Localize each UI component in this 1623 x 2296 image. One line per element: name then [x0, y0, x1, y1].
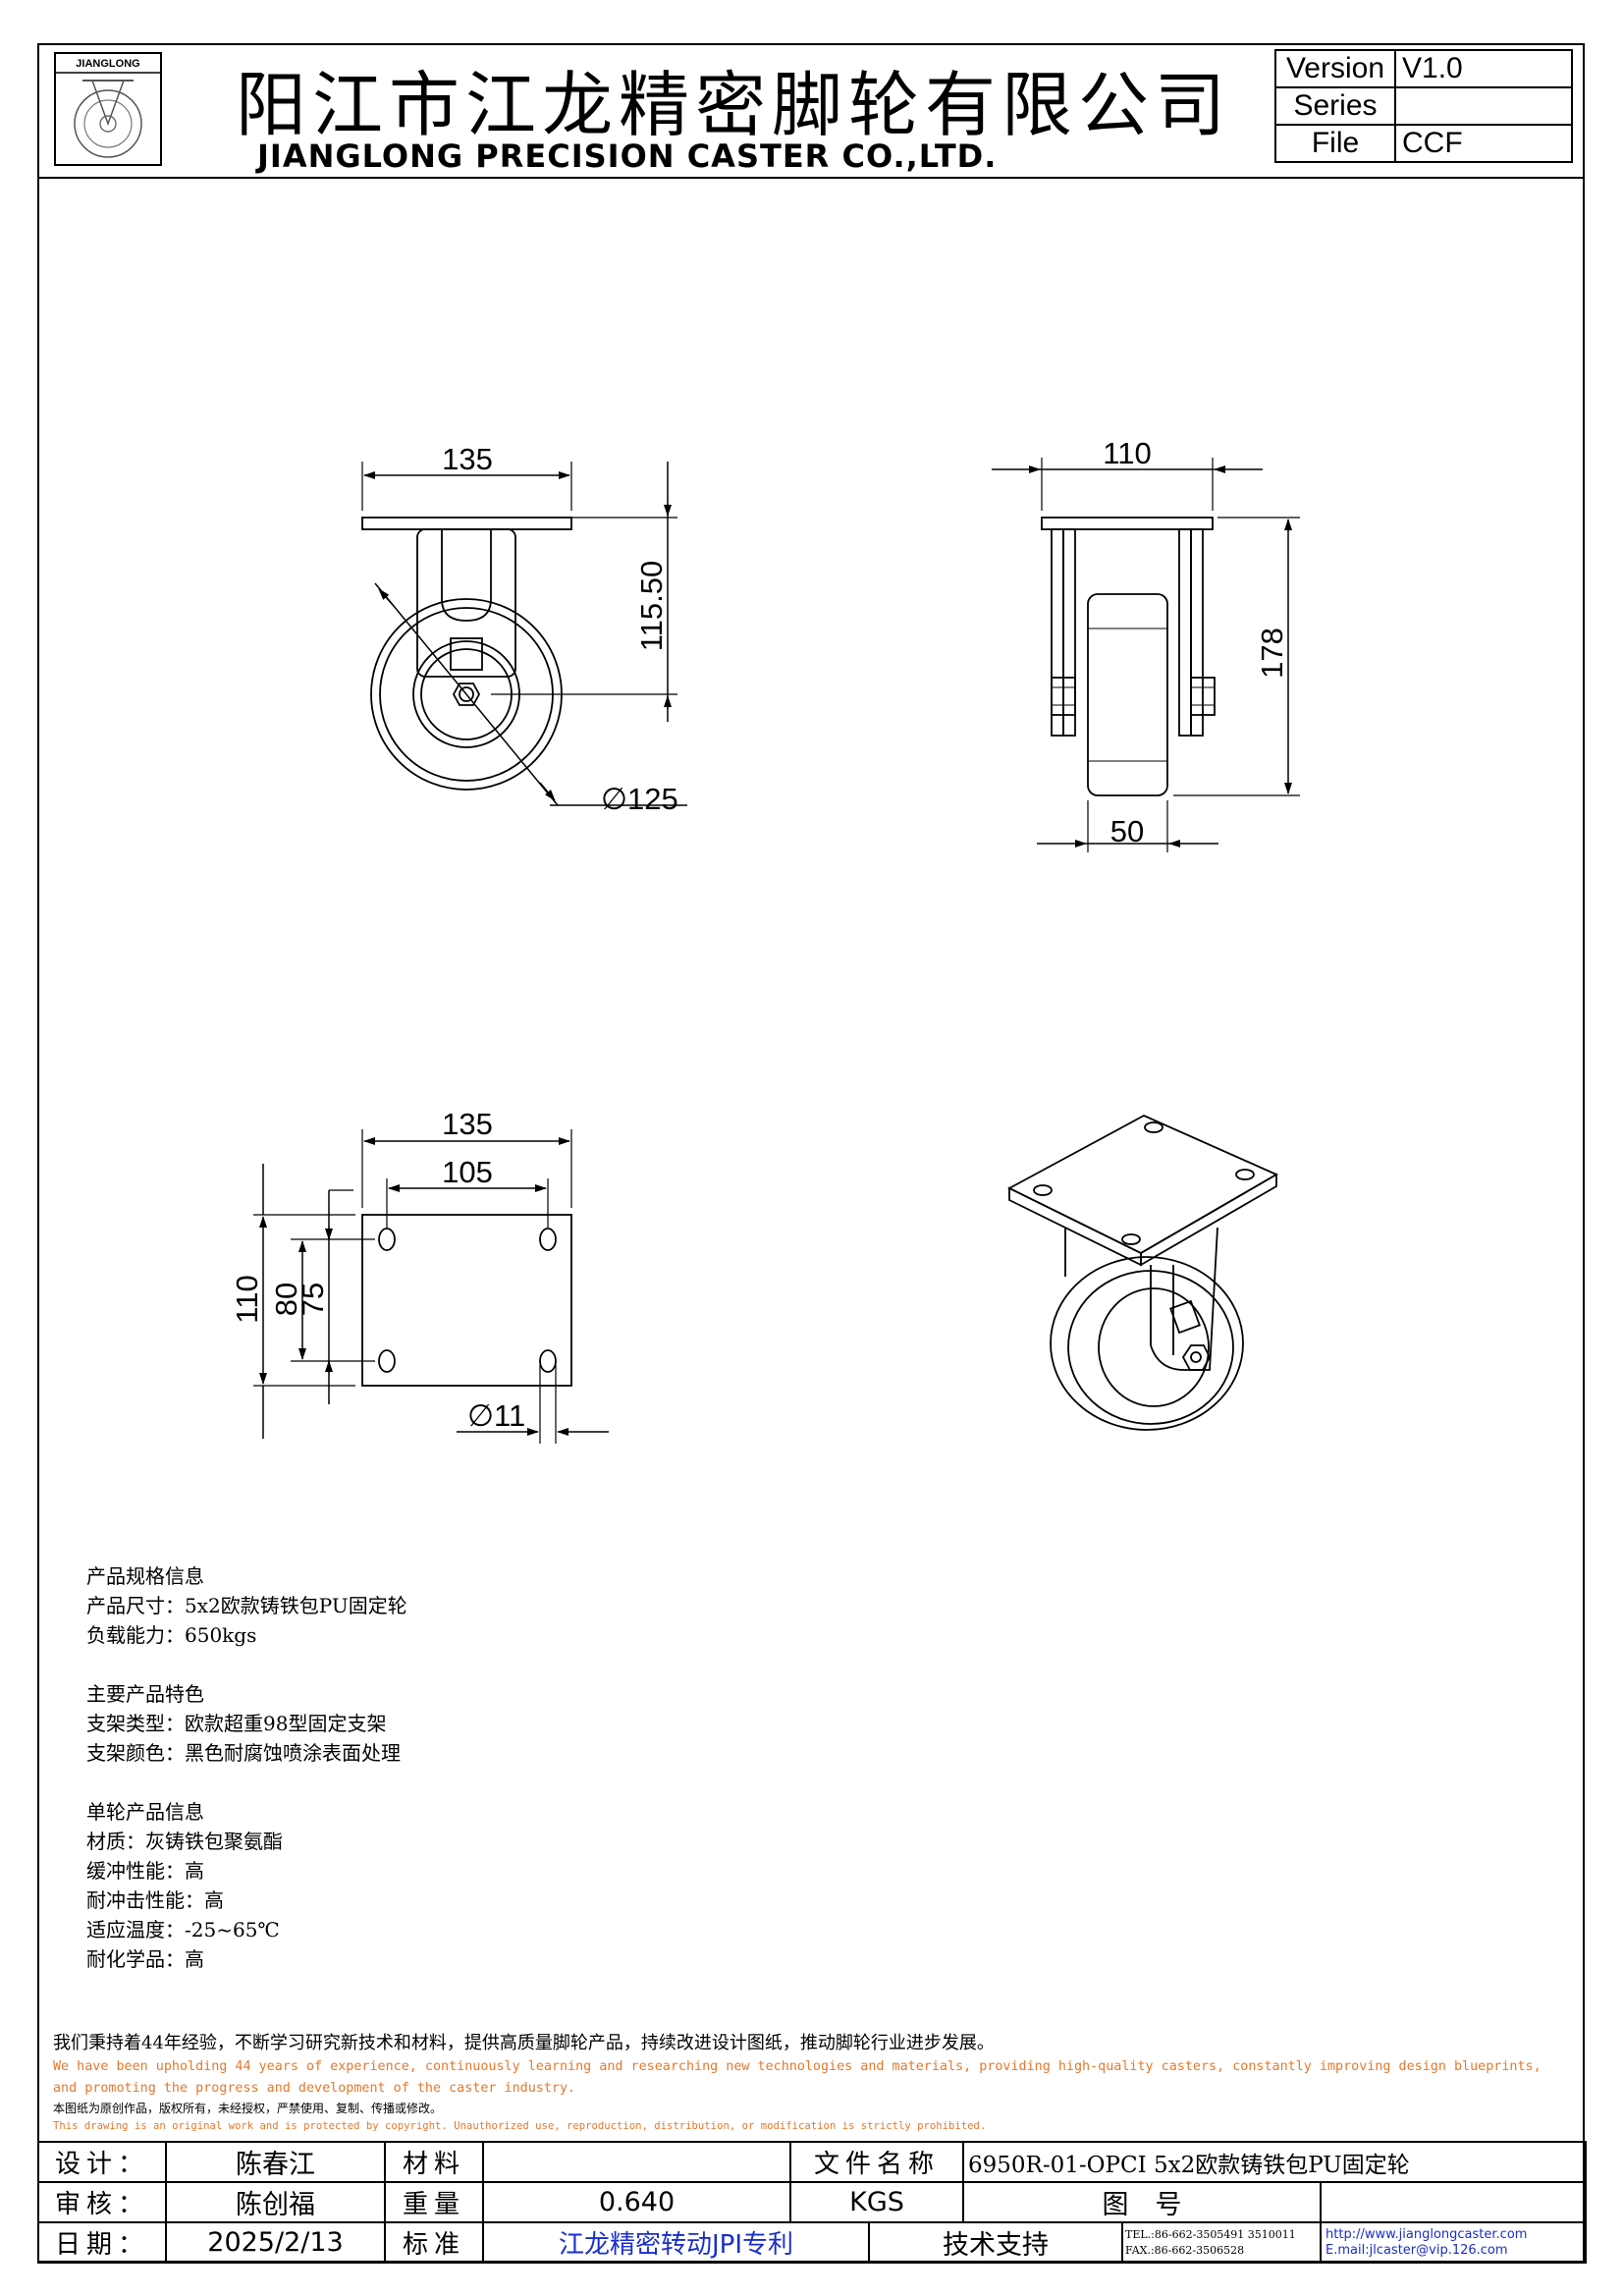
date-value: 2025/2/13	[165, 2221, 386, 2264]
spec-line: 缓冲性能：高	[86, 1859, 204, 1883]
spec-section-title: 单轮产品信息	[86, 1800, 204, 1824]
series-value	[1394, 86, 1573, 126]
weight-value: 0.640	[482, 2181, 791, 2223]
plate-view	[361, 1214, 572, 1387]
title-block: 设计： 陈春江 材料 文件名称 6950R-01-OPCI 5x2欧款铸铁包PU…	[37, 2141, 1588, 2264]
version-value: V1.0	[1394, 49, 1573, 88]
weight-label: 重量	[384, 2181, 484, 2223]
dim-front-wheel-dia: ∅125	[601, 782, 678, 816]
standard-label: 标准	[384, 2221, 484, 2264]
dim-front-width: 135	[442, 442, 493, 476]
website-link[interactable]: http://www.jianglongcaster.com	[1325, 2226, 1528, 2242]
header-divider	[37, 177, 1585, 179]
dim-side-height: 178	[1255, 628, 1289, 679]
copyright-notes: 我们秉持着44年经验，不断学习研究新技术和材料，提供高质量脚轮产品，持续改进设计…	[53, 2031, 1585, 2135]
isometric-view	[1007, 1114, 1278, 1431]
filename-label: 文件名称	[788, 2141, 965, 2183]
email-link[interactable]: E.mail:jlcaster@vip.126.com	[1325, 2242, 1508, 2258]
file-value: CCF	[1394, 124, 1573, 163]
product-spec: 产品规格信息 产品尺寸：5x2欧款铸铁包PU固定轮 负载能力：650kgs 主要…	[86, 1561, 407, 1974]
dim-plate-hole-span-y2: 75	[296, 1283, 330, 1316]
filename-value: 6950R-01-OPCI 5x2欧款铸铁包PU固定轮	[962, 2141, 1588, 2183]
note-en-experience-2: and promoting the progress and developme…	[53, 2081, 576, 2096]
side-view	[1041, 517, 1216, 796]
date-label: 日期：	[37, 2221, 167, 2264]
spec-line: 耐冲击性能：高	[86, 1888, 224, 1912]
spec-line: 材质：灰铸铁包聚氨酯	[86, 1830, 283, 1853]
spec-line: 支架颜色：黑色耐腐蚀喷涂表面处理	[86, 1741, 401, 1765]
tel: TEL.:86-662-3505491 3510011	[1125, 2227, 1296, 2241]
series-label: Series	[1274, 86, 1396, 126]
material-value	[482, 2141, 791, 2183]
dim-side-wheel-width: 50	[1110, 814, 1144, 848]
drawing-no-label: 图 号	[962, 2181, 1323, 2223]
reviewer-name: 陈创福	[165, 2181, 386, 2223]
note-cn-experience: 我们秉持着44年经验，不断学习研究新技术和材料，提供高质量脚轮产品，持续改进设计…	[53, 2033, 995, 2053]
review-label: 审核：	[37, 2181, 167, 2223]
spec-line: 产品尺寸：5x2欧款铸铁包PU固定轮	[86, 1594, 407, 1617]
front-view	[361, 517, 572, 791]
logo-text: JIANGLONG	[76, 58, 139, 70]
dim-plate-width: 135	[442, 1107, 493, 1141]
note-cn-copyright: 本图纸为原创作品，版权所有，未经授权，严禁使用、复制、传播或修改。	[53, 2102, 443, 2115]
design-label: 设计：	[37, 2141, 167, 2183]
material-label: 材料	[384, 2141, 484, 2183]
dim-side-width: 110	[1103, 436, 1151, 470]
designer-name: 陈春江	[165, 2141, 386, 2183]
company-logo: JIANGLONG	[54, 52, 162, 166]
dim-plate-hole-span-y1: 80	[269, 1283, 303, 1316]
tech-support-label: 技术支持	[867, 2221, 1124, 2264]
fax: FAX.:86-662-3506528	[1125, 2243, 1245, 2257]
weight-unit: KGS	[788, 2181, 965, 2223]
dim-plate-depth: 110	[230, 1275, 264, 1323]
dim-plate-hole-span-x: 105	[442, 1155, 493, 1189]
spec-section-title: 主要产品特色	[86, 1682, 204, 1706]
dim-plate-hole-dia: ∅11	[467, 1398, 525, 1433]
drawing-no-value	[1320, 2181, 1588, 2223]
company-name-en: JIANGLONG PRECISION CASTER CO.,LTD.	[257, 137, 998, 175]
file-label: File	[1274, 124, 1396, 163]
spec-line: 适应温度：-25~65℃	[86, 1918, 280, 1941]
spec-line: 负载能力：650kgs	[86, 1623, 257, 1647]
spec-section-title: 产品规格信息	[86, 1564, 204, 1588]
standard-value: 江龙精密转动JPI专利	[482, 2221, 870, 2264]
note-en-copyright: This drawing is an original work and is …	[53, 2120, 987, 2132]
company-name-cn: 阳江市江龙精密脚轮有限公司	[236, 64, 1232, 146]
version-label: Version	[1274, 49, 1396, 88]
spec-line: 耐化学品：高	[86, 1947, 204, 1971]
dim-front-axle-height: 115.50	[634, 561, 669, 652]
technical-drawing: 135 115.50 ∅125 110 178 50 135 105 110 8…	[230, 436, 1300, 1444]
note-en-experience-1: We have been upholding 44 years of exper…	[53, 2059, 1542, 2074]
spec-line: 支架类型：欧款超重98型固定支架	[86, 1712, 387, 1735]
